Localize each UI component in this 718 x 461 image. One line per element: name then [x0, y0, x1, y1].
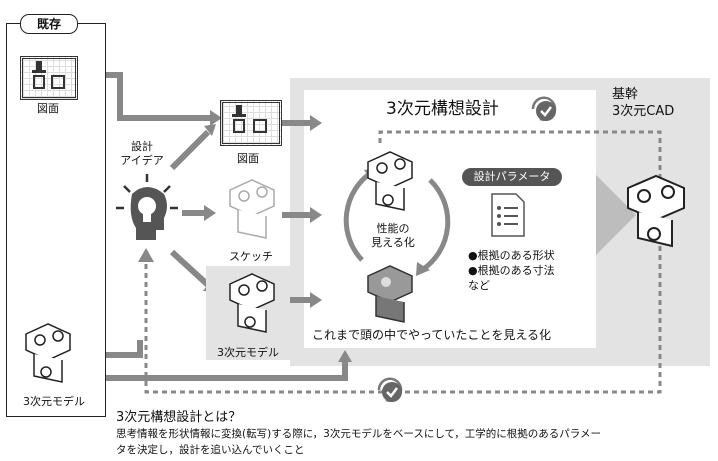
document-list-icon [491, 193, 525, 237]
base-cad-bracket-part-icon [627, 174, 685, 248]
drawing-part-icon [32, 61, 65, 89]
visibility-line1: 性能の [376, 222, 410, 235]
simulation-part-icon [367, 265, 413, 323]
params-list: ●根拠のある形状 ●根拠のある寸法 など [468, 248, 555, 293]
idea-label: 設計 アイデア [112, 140, 172, 168]
base-cad-label: 基幹 3次元CAD [612, 86, 674, 120]
existing-drawing-thumbnail [20, 56, 78, 100]
visibility-label: 性能の 見える化 [358, 222, 428, 250]
idea-label-line2: アイデア [120, 154, 164, 167]
bottom-cycle-check-icon [377, 377, 403, 402]
footer-line2: タを決定し，設計を追い込んでいくこと [116, 444, 305, 456]
lightbulb-head-icon [116, 174, 178, 240]
input-drawing-label: 図面 [237, 152, 259, 165]
existing-model-bracket-part-icon [25, 323, 71, 383]
footer-line1: 思考情報を形状情報に変換(転写)する際に，3次元モデルをベースにして，工学的に根… [116, 428, 601, 440]
main-title: 3次元構想設計 [386, 99, 499, 119]
main-bracket-part-icon [367, 151, 413, 211]
params-title: 設計パラメータ [462, 168, 562, 186]
visibility-line2: 見える化 [371, 236, 415, 249]
params-bullet-shape: ●根拠のある形状 [468, 249, 555, 262]
footer-question: 3次元構想設計とは？ [116, 410, 242, 425]
idea-label-line1: 設計 [131, 140, 153, 153]
input-drawing-thumbnail [220, 100, 282, 146]
model-bracket-part-icon [229, 273, 275, 333]
params-bullet-etc: など [468, 279, 490, 292]
params-bullet-dimension: ●根拠のある寸法 [468, 264, 555, 277]
sketch-bracket-part-icon [229, 179, 275, 239]
sketch-label: スケッチ [229, 250, 273, 263]
existing-drawing-label: 図面 [37, 102, 59, 115]
base-cad-line2: 3次元CAD [612, 104, 675, 119]
existing-tag: 既存 [20, 14, 78, 34]
cycle-check-icon [531, 96, 557, 121]
arrow-to-base-icon [596, 175, 636, 255]
input-drawing-part-icon [232, 105, 267, 133]
existing-model-label: 3次元モデル [23, 395, 85, 408]
base-cad-line1: 基幹 [612, 87, 639, 102]
model-input-label: 3次元モデル [217, 346, 279, 359]
main-caption: これまで頭の中でやっていたことを見える化 [312, 328, 552, 342]
